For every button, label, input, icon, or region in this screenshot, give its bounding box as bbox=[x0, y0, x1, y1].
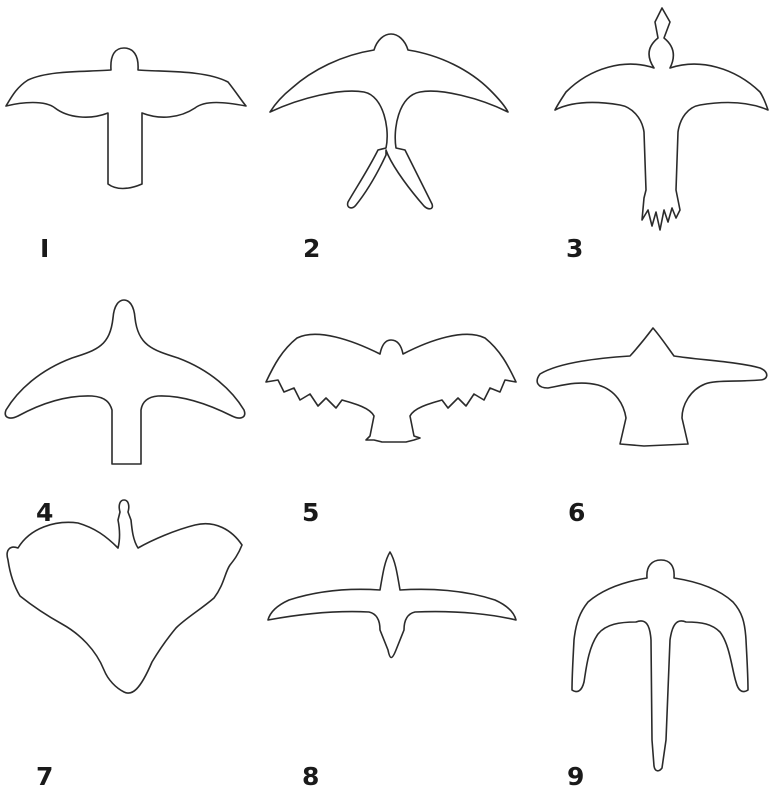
bird-outline-5 bbox=[266, 334, 516, 442]
figure-label-5: 5 bbox=[302, 500, 319, 525]
bird-outline-2 bbox=[270, 34, 508, 209]
bird-outline-9 bbox=[572, 560, 748, 771]
bird-outline-6 bbox=[537, 328, 767, 446]
bird-outline-3 bbox=[555, 8, 768, 230]
bird-outline-4 bbox=[5, 300, 244, 464]
figure-label-1: I bbox=[40, 236, 49, 261]
figure-label-2: 2 bbox=[303, 236, 320, 261]
bird-outline-8 bbox=[268, 552, 516, 658]
figure-label-3: 3 bbox=[566, 236, 583, 261]
figure-label-6: 6 bbox=[568, 500, 585, 525]
figure-label-9: 9 bbox=[567, 764, 584, 789]
figure-label-7: 7 bbox=[36, 764, 53, 789]
figure-label-4: 4 bbox=[36, 500, 53, 525]
figure-label-8: 8 bbox=[302, 764, 319, 789]
bird-outline-7 bbox=[7, 500, 242, 693]
bird-outline-1 bbox=[6, 48, 246, 189]
